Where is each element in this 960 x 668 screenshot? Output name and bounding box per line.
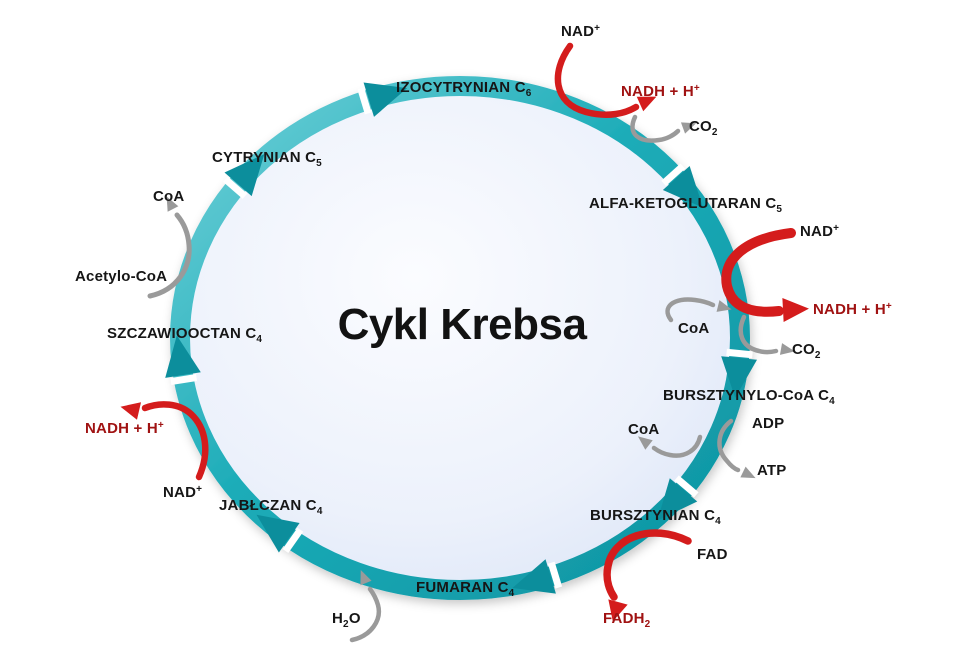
cycle-arrowhead	[512, 559, 563, 594]
cycle-arrowhead	[721, 348, 758, 398]
label-nadh-right: NADH + H+	[813, 301, 892, 318]
label-jablczan: JABŁCZAN C4	[219, 497, 323, 517]
page-title: Cykl Krebsa	[337, 300, 587, 349]
label-szczawiooctan: SZCZAWIOOCTAN C4	[107, 325, 263, 345]
label-coa-right: CoA	[678, 320, 710, 337]
nad-nadh-arrow-right	[721, 228, 809, 322]
adp-atp-arrow	[717, 418, 756, 479]
red-reaction-arrows	[120, 42, 809, 622]
label-co2-right: CO2	[792, 341, 821, 361]
co2-arrow-top	[630, 114, 697, 143]
label-nad-top: NAD+	[561, 23, 601, 40]
label-nadh-left: NADH + H+	[85, 420, 164, 437]
coa-out-arrow-lower	[637, 434, 703, 458]
label-coa-lower: CoA	[628, 421, 660, 438]
label-fad: FAD	[697, 546, 728, 563]
co2-arrow-right	[738, 314, 795, 355]
label-bursztynian: BURSZTYNIAN C4	[590, 507, 721, 527]
h2o-arrow	[349, 570, 382, 643]
label-adp: ADP	[752, 415, 785, 432]
nad-nadh-arrow-left	[120, 401, 209, 481]
cycle-arrowhead	[256, 514, 304, 553]
cycle-arrowhead	[223, 154, 265, 199]
cycle-arrowhead	[657, 475, 699, 521]
nad-nadh-arrow-top	[554, 42, 657, 118]
cycle-arrowhead	[357, 82, 408, 117]
label-fumaran: FUMARAN C4	[416, 579, 515, 599]
label-acetylo-coa: Acetylo-CoA	[75, 268, 168, 285]
label-atp: ATP	[757, 462, 787, 479]
label-nad-right: NAD+	[800, 223, 840, 240]
label-coa-topleft: CoA	[153, 188, 185, 205]
label-nad-left: NAD+	[163, 484, 203, 501]
cycle-arrowhead	[165, 335, 201, 385]
label-izocytrynian: IZOCYTRYNIAN C6	[396, 79, 532, 99]
fad-fadh2-arrow	[603, 529, 692, 622]
label-bursztynylo-coa: BURSZTYNYLO-CoA C4	[663, 387, 835, 407]
gray-reaction-arrows	[147, 114, 795, 643]
label-cytrynian: CYTRYNIAN C5	[212, 149, 322, 169]
acetylo-coa-arrow	[147, 196, 192, 299]
label-nadh-top: NADH + H+	[621, 83, 700, 100]
label-h2o: H2O	[332, 610, 361, 630]
cycle-arrowhead	[661, 163, 704, 208]
label-co2-top: CO2	[689, 118, 718, 138]
coa-in-arrow-right	[665, 297, 732, 323]
label-alfa-ketoglutaran: ALFA-KETOGLUTARAN C5	[589, 195, 783, 215]
cycle-arrowheads	[165, 82, 758, 594]
label-fadh2: FADH2	[603, 610, 651, 630]
